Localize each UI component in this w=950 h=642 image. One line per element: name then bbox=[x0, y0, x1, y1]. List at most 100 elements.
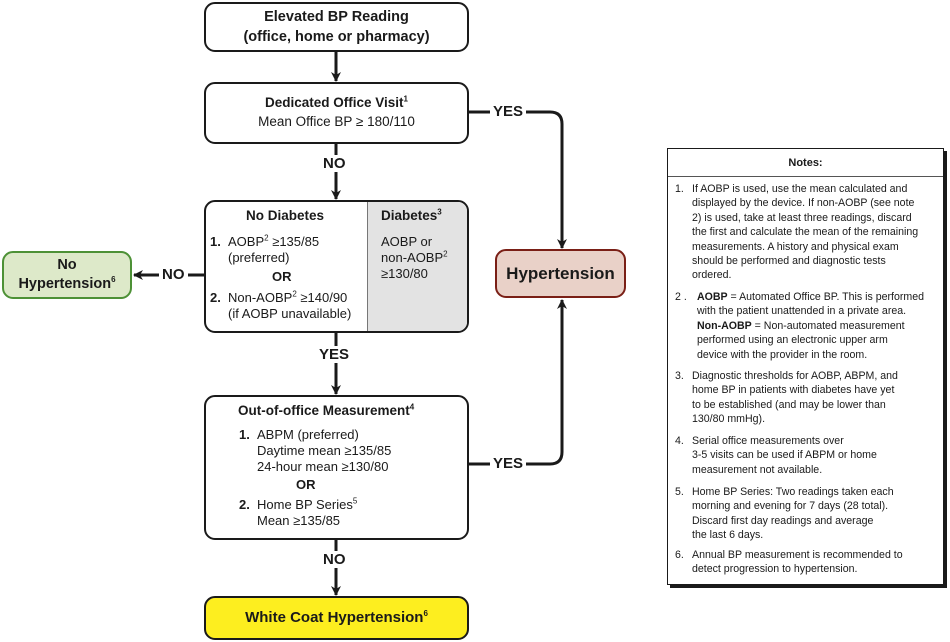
note-1-line: 2) is used, take at least three readings… bbox=[692, 211, 912, 224]
note-4-line: 3-5 visits can be used if ABPM or home bbox=[692, 449, 877, 462]
note-ref-6: 6 bbox=[423, 609, 428, 618]
notes-title: Notes: bbox=[788, 157, 823, 169]
note-3-line: 130/80 mmHg). bbox=[692, 413, 766, 426]
note-1-line: ordered. bbox=[692, 269, 732, 282]
label-no-outoffice: NO bbox=[320, 551, 349, 568]
label-no-dedicated: NO bbox=[320, 155, 349, 172]
note-6-line: detect progression to hypertension. bbox=[692, 563, 858, 576]
no-hypertension-box: No Hypertension6 bbox=[2, 251, 132, 299]
no-diabetes-item1-number: 1. bbox=[210, 234, 221, 249]
diabetes-split-box: No Diabetes 1. AOBP2 ≥135/85 (preferred)… bbox=[204, 200, 469, 333]
no-diabetes-item2-criterion: Non-AOBP2 ≥140/90 bbox=[228, 290, 347, 306]
elevated-bp-box: Elevated BP Reading (office, home or pha… bbox=[204, 2, 469, 52]
note-ref-6: 6 bbox=[111, 275, 116, 285]
out-of-office-item1-number: 1. bbox=[239, 427, 250, 442]
note-5-line: the last 6 days. bbox=[692, 529, 764, 542]
note-2-line: AOBP = Automated Office BP. This is perf… bbox=[697, 290, 937, 304]
diabetes-threshold: ≥130/80 bbox=[381, 266, 428, 281]
note-1-line: If AOBP is used, use the mean calculated… bbox=[692, 183, 908, 195]
diabetes-line2: non-AOBP2 bbox=[381, 250, 448, 266]
no-hypertension-label: Hypertension bbox=[18, 276, 112, 292]
note-ref-2: 2 bbox=[264, 233, 269, 243]
out-of-office-heading: Out-of-office Measurement4 bbox=[238, 403, 414, 418]
no-diabetes-item2-number: 2. bbox=[210, 290, 221, 305]
note-5-line: Home BP Series: Two readings taken each bbox=[692, 486, 894, 498]
diabetes-panel: Diabetes3 AOBP or non-AOBP2 ≥130/80 bbox=[367, 202, 467, 331]
diabetes-line1: AOBP or bbox=[381, 234, 433, 249]
note-2-non-aobp-term: Non-AOBP bbox=[697, 319, 752, 332]
note-ref-2: 2 bbox=[292, 289, 297, 299]
no-hypertension-line1: No bbox=[57, 257, 77, 273]
diabetes-method: non-AOBP bbox=[381, 250, 444, 265]
arrow-dedicated-to-hypertension bbox=[469, 110, 567, 249]
dedicated-office-visit-heading: Dedicated Office Visit1 bbox=[206, 93, 467, 112]
note-3-number: 3. bbox=[675, 370, 684, 382]
dedicated-office-visit-box: Dedicated Office Visit1 Mean Office BP ≥… bbox=[204, 82, 469, 144]
note-ref-4: 4 bbox=[409, 402, 415, 412]
no-diabetes-panel: No Diabetes 1. AOBP2 ≥135/85 (preferred)… bbox=[206, 202, 367, 331]
no-diabetes-item2-method: Non-AOBP bbox=[228, 290, 293, 305]
hypertension-label: Hypertension bbox=[506, 264, 615, 283]
note-1-line: displayed by the device. If non-AOBP (se… bbox=[692, 197, 915, 210]
arrow-outoffice-to-hypertension bbox=[469, 299, 567, 466]
note-4-line: Serial office measurements over bbox=[692, 435, 844, 447]
note-5-line: Discard first day readings and average bbox=[692, 514, 874, 527]
diabetes-title: Diabetes bbox=[381, 208, 438, 223]
no-hypertension-line2: Hypertension6 bbox=[4, 275, 130, 294]
note-5-number: 5. bbox=[675, 486, 684, 498]
no-diabetes-item1-method: AOBP bbox=[228, 234, 265, 249]
note-5-line: morning and evening for 7 days (28 total… bbox=[692, 500, 889, 513]
note-2-non-aobp-definition: = Non-automated measurement bbox=[751, 319, 905, 332]
note-ref-5: 5 bbox=[352, 496, 358, 506]
dedicated-office-visit-criterion: Mean Office BP ≥ 180/110 bbox=[258, 114, 415, 129]
label-yes-diabetes: YES bbox=[316, 346, 353, 363]
note-6-line: Annual BP measurement is recommended to bbox=[692, 549, 903, 561]
label-yes-outoffice: YES bbox=[490, 455, 527, 472]
note-2-line: with the patient unattended in a private… bbox=[697, 305, 907, 318]
abpm-title: ABPM (preferred) bbox=[257, 427, 359, 442]
note-2-number: 2 . bbox=[675, 291, 687, 303]
note-ref-1: 1 bbox=[403, 94, 408, 104]
out-of-office-box: Out-of-office Measurement4 1. ABPM (pref… bbox=[204, 395, 469, 540]
note-4-number: 4. bbox=[675, 435, 684, 447]
no-diabetes-item1-criterion: AOBP2 ≥135/85 bbox=[228, 234, 319, 250]
notes-panel: Notes: 1. If AOBP is used, use the mean … bbox=[667, 148, 944, 585]
notes-divider bbox=[668, 176, 943, 177]
label-no-diabetes: NO bbox=[159, 266, 188, 283]
out-of-office-item2-number: 2. bbox=[239, 497, 250, 512]
home-bp-series-title: Home BP Series5 bbox=[257, 497, 357, 513]
note-4-line: measurement not available. bbox=[692, 463, 823, 476]
note-2-aobp-term: AOBP bbox=[697, 291, 728, 303]
diabetes-heading: Diabetes3 bbox=[381, 208, 442, 223]
note-3-line: to be established (and may be lower than bbox=[692, 398, 886, 411]
no-diabetes-title: No Diabetes bbox=[246, 208, 325, 223]
hypertension-box: Hypertension bbox=[495, 249, 626, 298]
label-yes-dedicated: YES bbox=[490, 103, 527, 120]
note-3-line: home BP in patients with diabetes have y… bbox=[692, 384, 895, 397]
no-diabetes-item1-note: (preferred) bbox=[228, 250, 290, 265]
white-coat-hypertension-label: White Coat Hypertension bbox=[245, 609, 424, 626]
note-2-line: performed using an electronic upper arm bbox=[697, 334, 888, 347]
no-diabetes-item2-note: (if AOBP unavailable) bbox=[228, 306, 352, 321]
note-1-line: the first and calculate the mean of the … bbox=[692, 226, 919, 239]
white-coat-hypertension-box: White Coat Hypertension6 bbox=[204, 596, 469, 640]
note-3-line: Diagnostic thresholds for AOBP, ABPM, an… bbox=[692, 370, 898, 382]
note-1-number: 1. bbox=[675, 183, 684, 195]
note-2-line: Non-AOBP = Non-automated measurement bbox=[697, 319, 937, 333]
no-diabetes-or: OR bbox=[272, 269, 292, 284]
note-2-aobp-definition: = Automated Office BP. This is performed bbox=[727, 291, 924, 303]
out-of-office-title: Out-of-office Measurement bbox=[238, 403, 410, 418]
abpm-24hour-threshold: 24-hour mean ≥130/80 bbox=[257, 459, 389, 474]
home-bp-series-label: Home BP Series bbox=[257, 497, 353, 512]
note-ref-3: 3 bbox=[437, 207, 442, 217]
elevated-bp-title: Elevated BP Reading bbox=[264, 9, 409, 25]
home-bp-threshold: Mean ≥135/85 bbox=[257, 513, 341, 528]
note-ref-2: 2 bbox=[443, 249, 448, 259]
note-6-number: 6. bbox=[675, 549, 684, 561]
elevated-bp-sources: (office, home or pharmacy) bbox=[243, 29, 430, 45]
dedicated-office-visit-title: Dedicated Office Visit bbox=[265, 95, 404, 110]
no-diabetes-item2-value: ≥140/90 bbox=[296, 290, 348, 305]
note-1-line: measurements. A history and physical exa… bbox=[692, 240, 899, 253]
no-diabetes-item1-value: ≥135/85 bbox=[268, 234, 320, 249]
abpm-daytime-threshold: Daytime mean ≥135/85 bbox=[257, 443, 392, 458]
